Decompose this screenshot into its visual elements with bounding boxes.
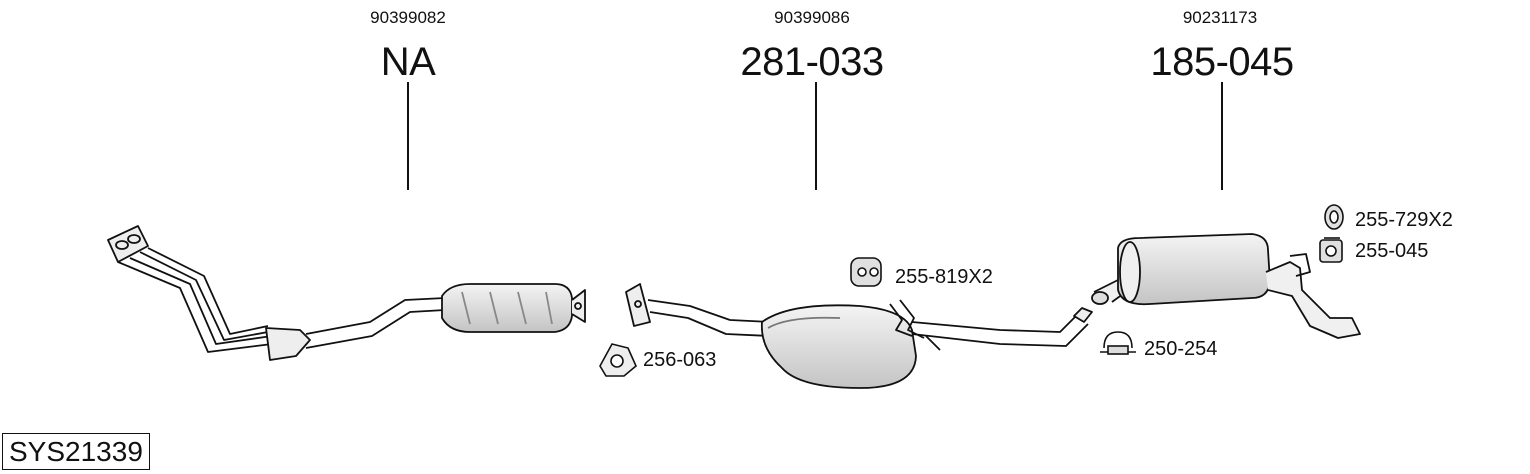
oe-number-2: 90399086 — [774, 8, 850, 27]
rear-silencer[interactable] — [1091, 233, 1361, 339]
leader-line-2 — [815, 82, 817, 190]
rubber-mount-rear-icon — [1319, 237, 1343, 263]
rubber-ring-icon — [1324, 204, 1344, 230]
front-pipe-catalytic-converter[interactable] — [107, 225, 586, 361]
oe-number-3: 90231173 — [1182, 8, 1258, 27]
part-number-1[interactable]: NA — [380, 40, 436, 84]
gasket-label[interactable]: 256-063 — [643, 349, 717, 371]
centre-silencer[interactable] — [625, 283, 1093, 389]
clamp-icon — [1100, 331, 1136, 355]
gasket-icon — [599, 343, 637, 377]
leader-line-1 — [407, 82, 409, 190]
part-number-3[interactable]: 185-045 — [1150, 40, 1294, 84]
rubber-ring-label[interactable]: 255-729X2 — [1355, 209, 1453, 231]
rubber-mount-front-label[interactable]: 255-819X2 — [895, 266, 993, 288]
oe-number-1: 90399082 — [370, 8, 446, 27]
part-number-2[interactable]: 281-033 — [740, 40, 884, 84]
clamp-label[interactable]: 250-254 — [1144, 338, 1218, 360]
rubber-mount-rear-label[interactable]: 255-045 — [1355, 240, 1429, 262]
leader-line-3 — [1221, 82, 1223, 190]
system-code-box: SYS21339 — [2, 433, 150, 470]
rubber-mount-front-icon — [850, 257, 882, 287]
